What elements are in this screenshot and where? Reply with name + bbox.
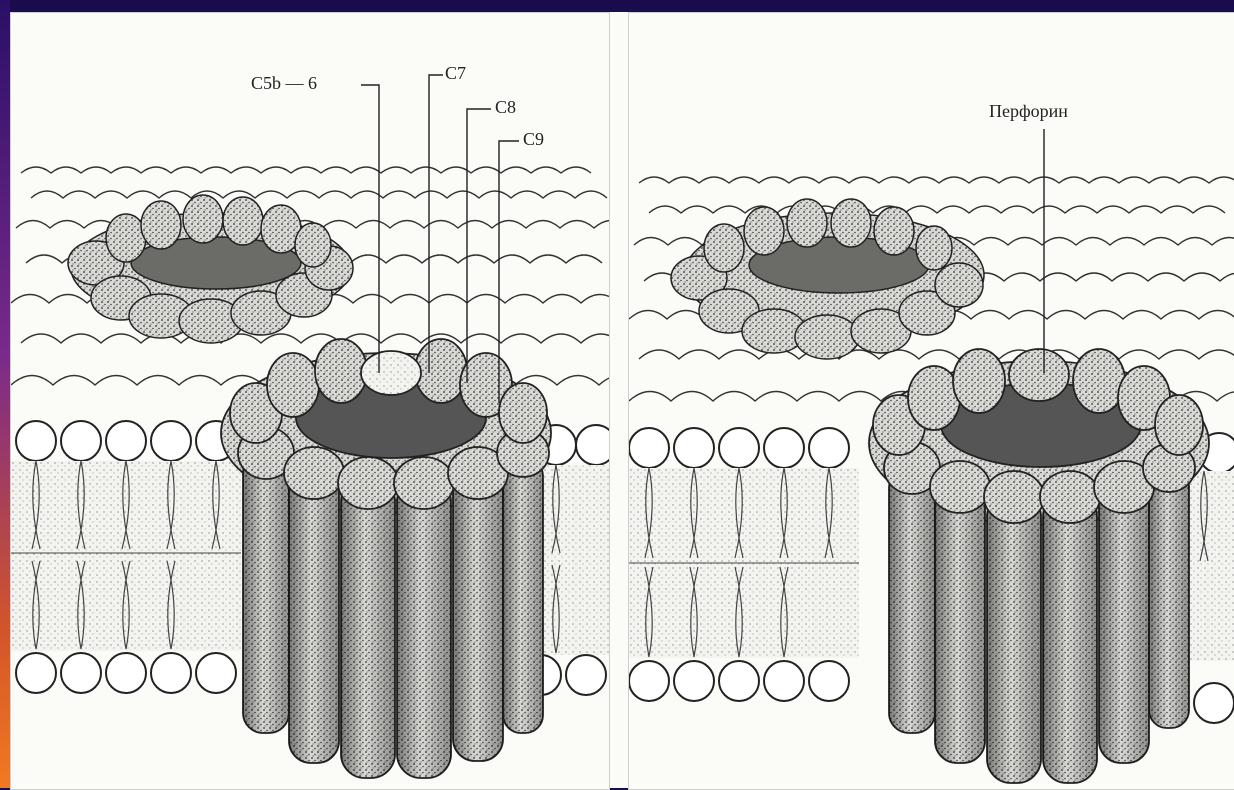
label-c9: C9 <box>523 129 544 150</box>
left-gradient-edge <box>0 0 10 788</box>
label-c5b6: C5b — 6 <box>251 73 317 94</box>
complement-pore-drawing <box>11 13 609 789</box>
label-c7: C7 <box>445 63 466 84</box>
perforin-pore-panel: Перфорин <box>628 12 1234 790</box>
top-frame-bar <box>0 0 1234 10</box>
label-c8: C8 <box>495 97 516 118</box>
label-perforin: Перфорин <box>989 101 1068 122</box>
small-ring-complex <box>68 195 353 343</box>
panel-gap <box>608 12 628 788</box>
perforin-pore-drawing <box>629 13 1234 789</box>
perforin-pore <box>869 349 1209 783</box>
membrane-attack-complex-pore <box>221 339 551 778</box>
small-perforin-ring <box>671 199 984 359</box>
complement-pore-panel: C5b — 6 C7 C8 C9 <box>10 12 610 790</box>
